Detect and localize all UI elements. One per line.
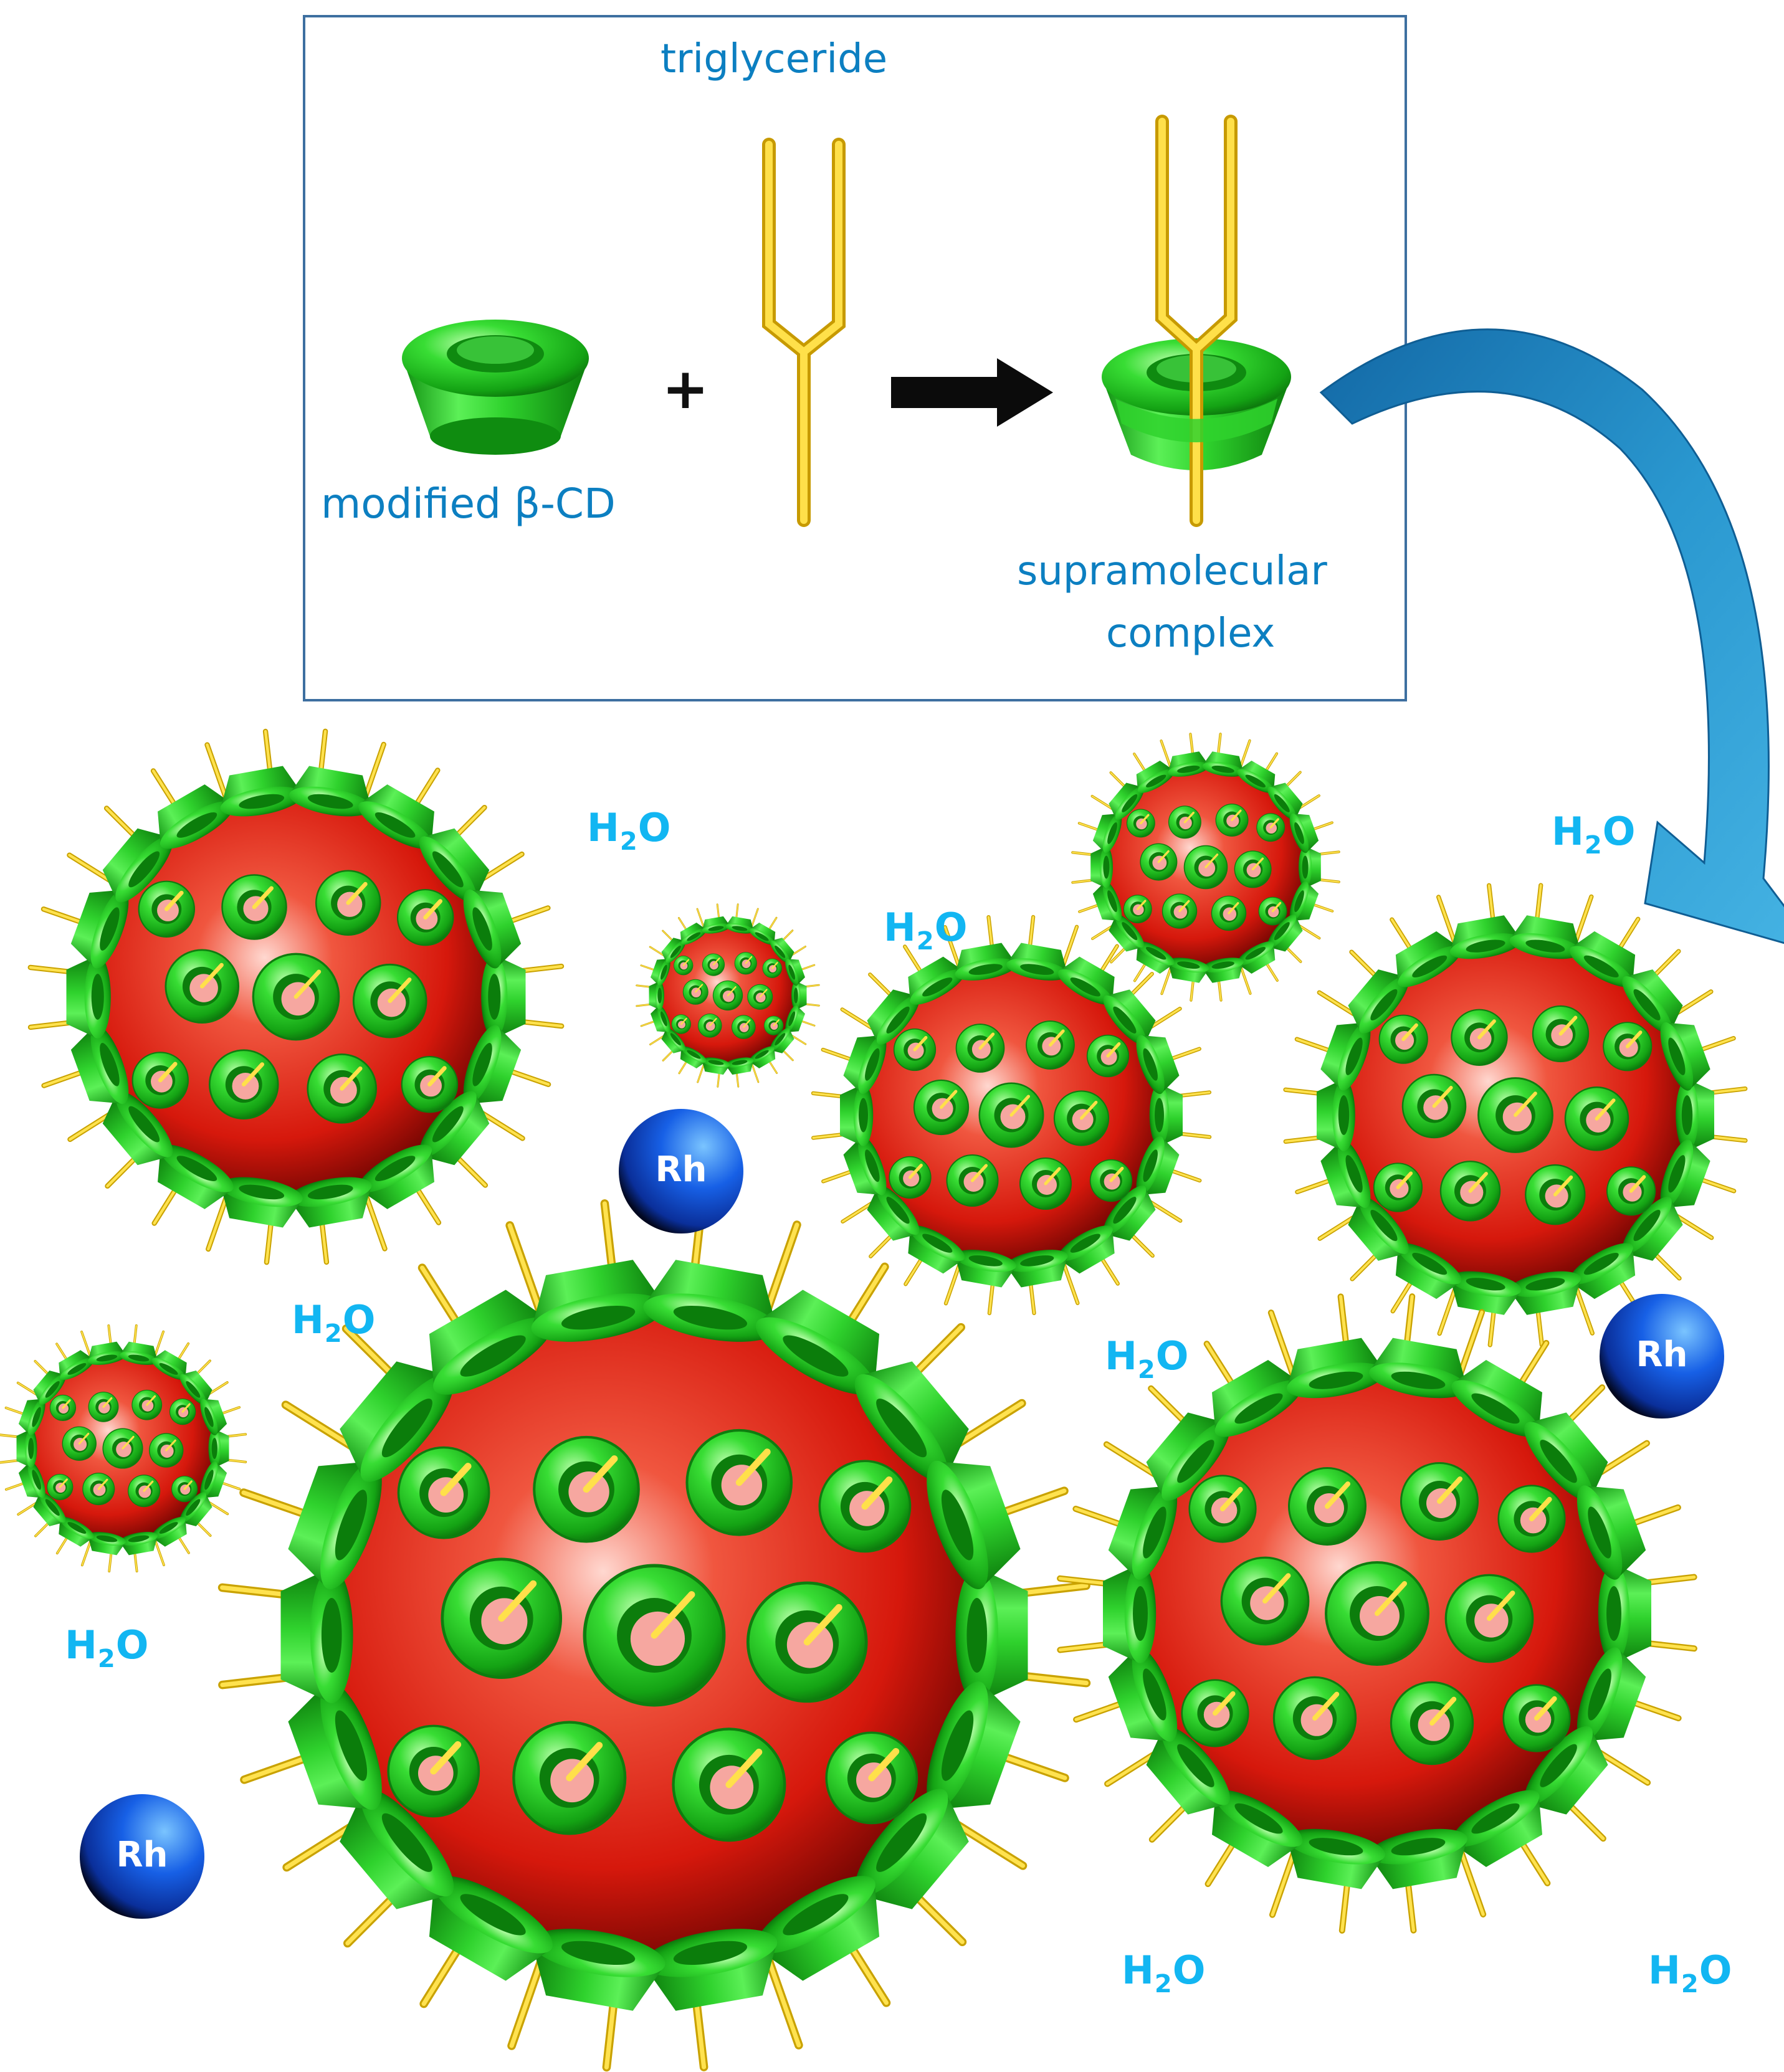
rhodium-sphere-icon bbox=[1600, 1294, 1724, 1419]
emulsion-droplet bbox=[811, 915, 1212, 1316]
water-label: H2O bbox=[884, 905, 968, 956]
water-label: H2O bbox=[587, 805, 671, 856]
emulsion-droplet bbox=[1283, 883, 1748, 1347]
cyclodextrin-label: modified β-CD bbox=[321, 480, 616, 528]
supramolecular-complex-icon bbox=[1102, 115, 1291, 527]
reaction-arrow-icon bbox=[891, 358, 1053, 427]
triglyceride-molecule-icon bbox=[762, 138, 846, 527]
water-label: H2O bbox=[1122, 1947, 1206, 1998]
water-label: H2O bbox=[292, 1297, 376, 1348]
water-label: H2O bbox=[65, 1622, 149, 1673]
emulsion-droplet bbox=[636, 903, 820, 1088]
rhodium-label: Rh bbox=[655, 1149, 707, 1190]
complex-label-line1: supramolecular bbox=[1017, 548, 1327, 594]
water-label: H2O bbox=[1105, 1333, 1189, 1384]
plus-sign: + bbox=[662, 356, 708, 422]
water-label: H2O bbox=[1552, 809, 1636, 860]
emulsion-droplet bbox=[27, 728, 565, 1265]
rhodium-label: Rh bbox=[116, 1835, 168, 1875]
emulsion-droplet bbox=[1057, 1293, 1697, 1934]
rhodium-label: Rh bbox=[1636, 1334, 1688, 1375]
emulsion-droplet bbox=[217, 1199, 1091, 2072]
rhodium-sphere-icon bbox=[80, 1794, 204, 1919]
rhodium-sphere-icon bbox=[619, 1109, 743, 1233]
triglyceride-label: triglyceride bbox=[661, 36, 888, 82]
complex-label-line2: complex bbox=[1106, 611, 1276, 657]
emulsion-droplet bbox=[1071, 733, 1340, 1002]
curved-arrow-icon bbox=[1319, 328, 1784, 944]
water-label: H2O bbox=[1648, 1947, 1732, 1998]
emulsion-droplet bbox=[0, 1324, 247, 1573]
cyclodextrin-ring-icon bbox=[402, 320, 589, 455]
